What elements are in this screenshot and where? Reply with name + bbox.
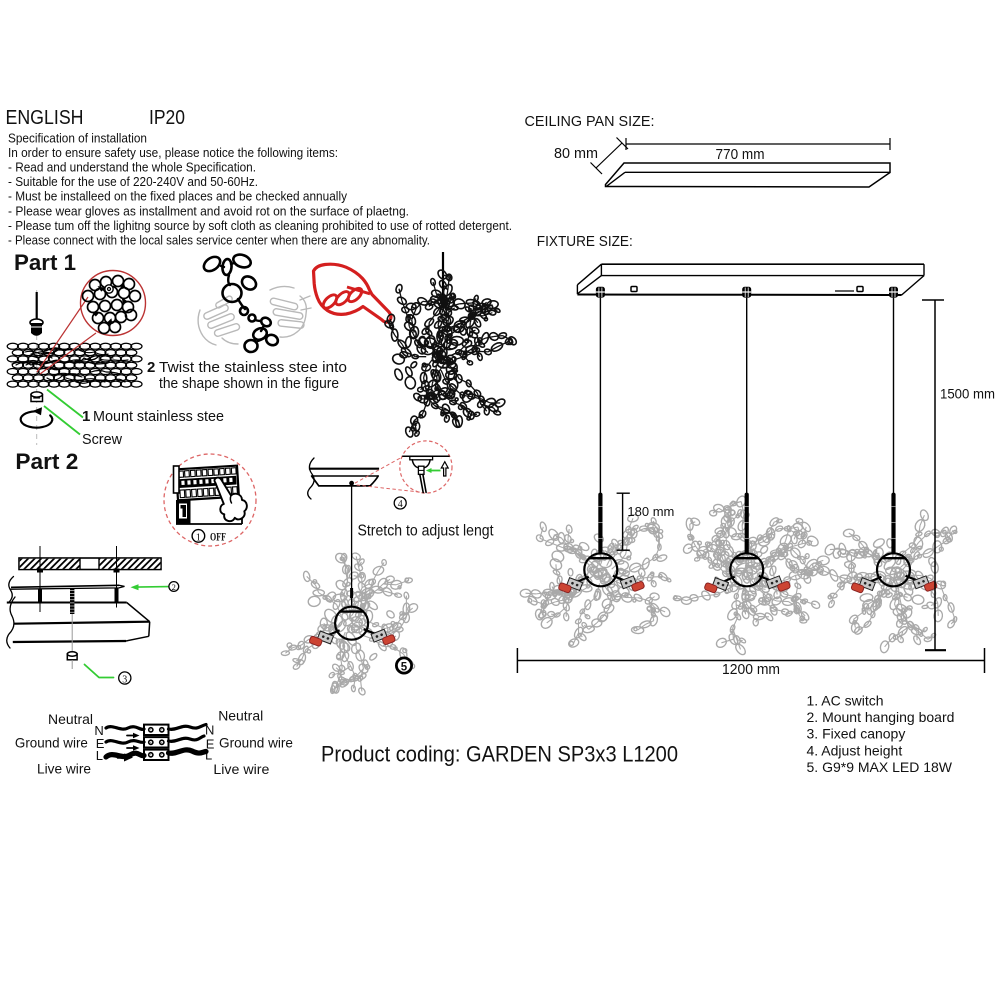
svg-text:L: L (96, 748, 103, 763)
svg-text:- Must be installeed on the fi: - Must be installeed on the fixed places… (8, 190, 348, 204)
svg-text:FIXTURE SIZE:: FIXTURE SIZE: (537, 234, 633, 250)
svg-text:1: 1 (196, 532, 201, 543)
svg-text:2. Mount hanging board: 2. Mount hanging board (807, 709, 955, 725)
svg-text:Neutral: Neutral (48, 711, 93, 727)
svg-text:Ground wire: Ground wire (219, 735, 293, 751)
svg-text:the shape shown in the figure: the shape shown in the figure (159, 375, 339, 392)
svg-text:CEILING PAN SIZE:: CEILING PAN SIZE: (525, 113, 655, 130)
svg-text:E: E (206, 737, 215, 752)
svg-text:N: N (205, 723, 214, 738)
svg-text:In order to ensure safety use,: In order to ensure safety use, please no… (8, 146, 338, 160)
svg-text:5: 5 (401, 661, 408, 673)
svg-text:- Read and understand the whol: - Read and understand the whole Specific… (8, 161, 256, 175)
svg-text:1500 mm: 1500 mm (940, 386, 995, 402)
svg-text:2: 2 (172, 582, 176, 592)
svg-text:ENGLISH: ENGLISH (6, 107, 84, 129)
svg-text:Twist the stainless stee i: Twist the stainless stee into (159, 359, 347, 376)
svg-text:180 mm: 180 mm (627, 504, 674, 519)
svg-text:Neutral: Neutral (218, 708, 263, 724)
svg-text:3. Fixed canopy: 3. Fixed canopy (807, 726, 906, 742)
svg-text:Screw: Screw (82, 431, 122, 448)
svg-text:- Please connect with the loca: - Please connect with the local sales se… (8, 233, 430, 247)
svg-text:- Please tum off the lighitng: - Please tum off the lighitng source by … (8, 219, 512, 233)
svg-text:E: E (96, 736, 105, 751)
svg-text:80 mm: 80 mm (554, 146, 598, 162)
svg-text:L: L (205, 748, 212, 763)
svg-text:1200 mm: 1200 mm (722, 662, 780, 678)
svg-text:1: 1 (82, 408, 90, 425)
svg-text:IP20: IP20 (149, 107, 185, 129)
svg-text:770 mm: 770 mm (716, 147, 765, 163)
svg-text:Specification of installation: Specification of installation (8, 132, 147, 146)
svg-text:4: 4 (398, 499, 403, 510)
svg-text:Stretch to adjust lengt: Stretch to adjust lengt (358, 523, 494, 540)
svg-text:5. G9*9 MAX LED 18W: 5. G9*9 MAX LED 18W (807, 759, 953, 775)
svg-text:OFF: OFF (210, 532, 226, 544)
svg-text:Live wire: Live wire (37, 761, 91, 777)
svg-text:3: 3 (122, 674, 127, 685)
svg-text:Mount stainless stee: Mount stainless stee (93, 408, 224, 425)
svg-text:N: N (94, 723, 103, 738)
svg-text:Part 1: Part 1 (14, 250, 76, 275)
svg-text:2: 2 (147, 359, 155, 376)
svg-text:Live wire: Live wire (213, 761, 269, 777)
svg-text:1. AC switch: 1. AC switch (807, 693, 884, 709)
svg-text:- Please wear gloves as instal: - Please wear gloves as installment and … (8, 204, 409, 218)
svg-text:4. Adjust height: 4. Adjust height (807, 742, 903, 758)
svg-text:Ground wire: Ground wire (15, 735, 88, 751)
svg-text:Part 2: Part 2 (15, 449, 78, 474)
svg-text:Product coding: GARDEN SP3x3 L: Product coding: GARDEN SP3x3 L1200 (321, 742, 678, 767)
svg-text:- Suitable for the use of 220-: - Suitable for the use of 220-240V and 5… (8, 175, 258, 189)
